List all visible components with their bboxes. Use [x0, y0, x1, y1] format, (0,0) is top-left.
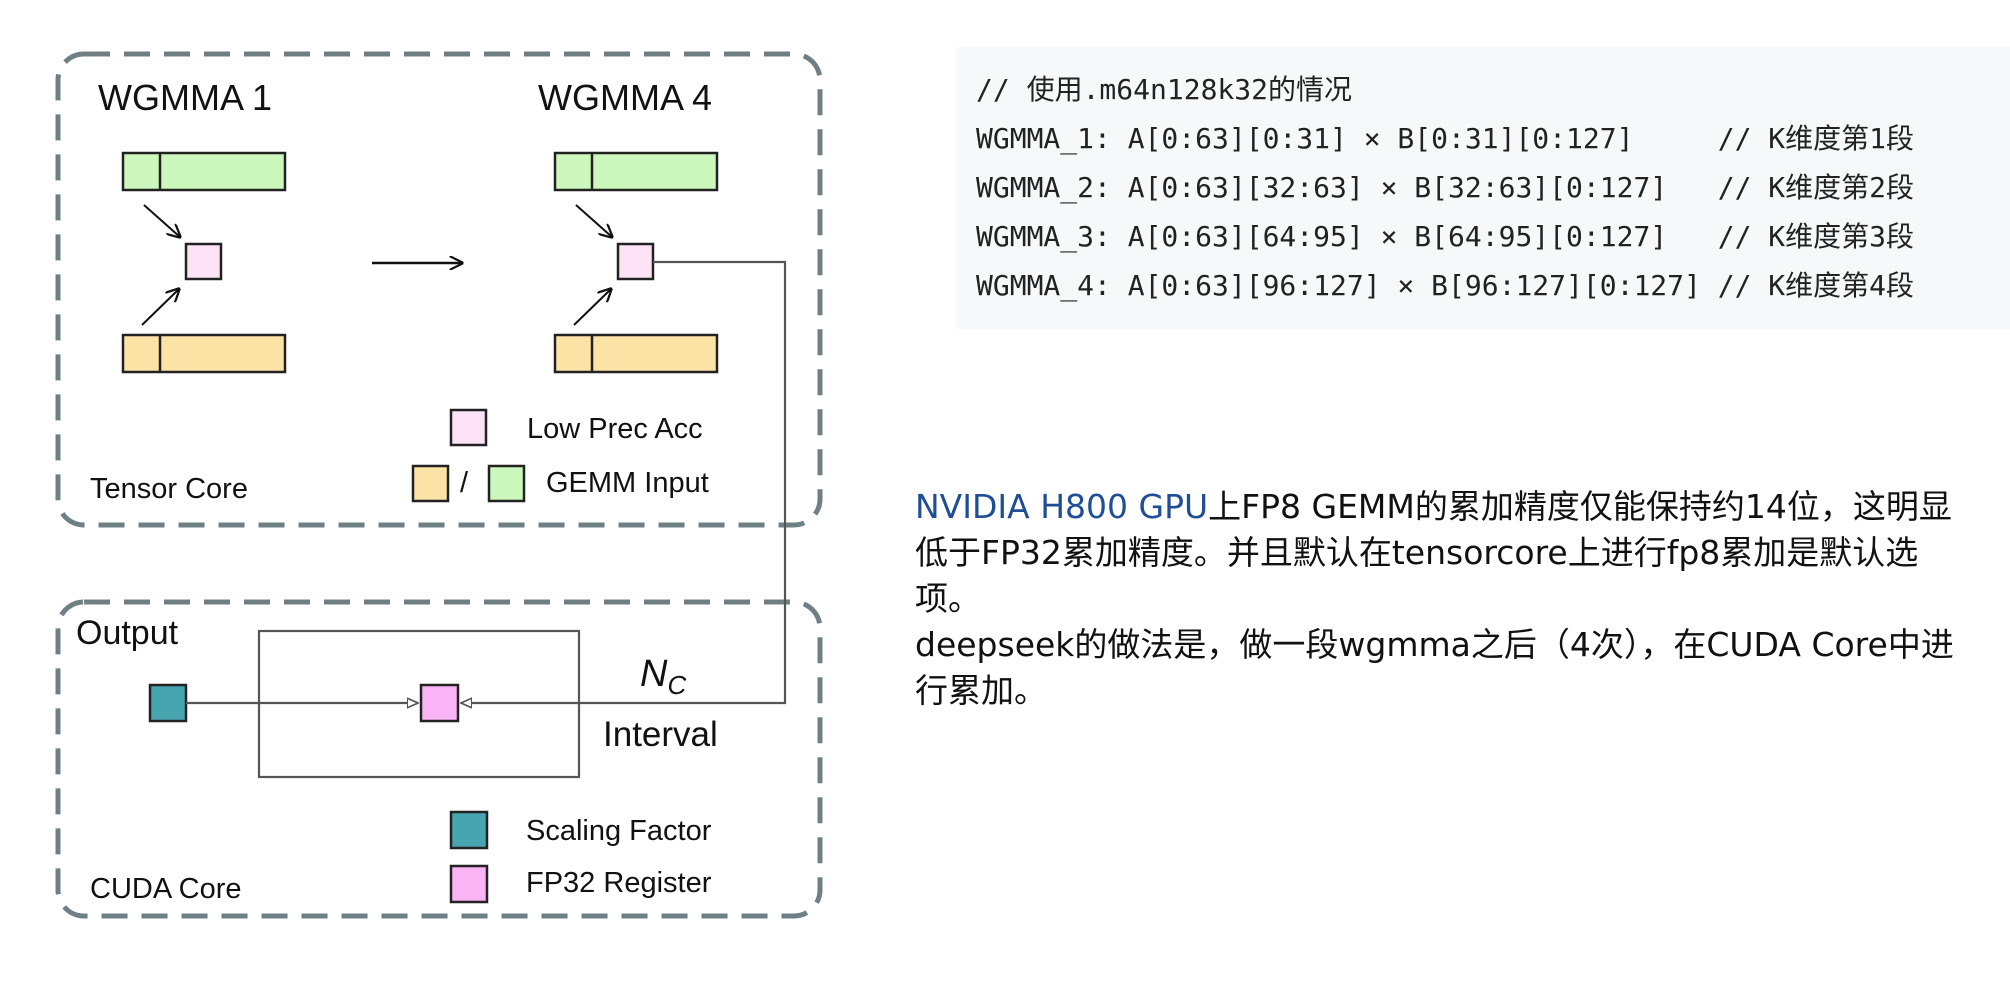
- cuda-core-region: [55, 599, 823, 919]
- low-prec-acc-right: [616, 242, 655, 281]
- gemm-input-orange-right: [553, 333, 719, 374]
- gemm-input-orange-legend-swatch: [411, 464, 450, 503]
- code-line-wgmma-1: WGMMA_1: A[0:63][0:31] × B[0:31][0:127] …: [976, 122, 1915, 155]
- wgmma-4-label: WGMMA 4: [538, 77, 712, 118]
- code-line-wgmma-4: WGMMA_4: A[0:63][96:127] × B[96:127][0:1…: [976, 269, 1915, 302]
- nc-label: NC: [640, 653, 686, 700]
- promotion-path: [461, 260, 787, 703]
- fp32-register-square: [419, 683, 460, 723]
- scaling-factor-legend-label: Scaling Factor: [526, 815, 712, 847]
- fp32-register-legend-label: FP32 Register: [526, 867, 712, 899]
- low-prec-acc-left: [184, 242, 223, 281]
- gemm-input-green-legend-swatch: [487, 464, 526, 503]
- code-line-wgmma-3: WGMMA_3: A[0:63][64:95] × B[64:95][0:127…: [976, 220, 1915, 253]
- tensor-core-region: [55, 51, 823, 528]
- gemm-input-green-right: [553, 151, 719, 192]
- scaling-factor-legend-swatch: [449, 810, 489, 850]
- gemm-input-orange-left: [121, 333, 287, 374]
- input-arrow: [575, 204, 612, 237]
- input-arrow: [141, 289, 179, 326]
- low-prec-acc-legend-label: Low Prec Acc: [527, 413, 703, 445]
- low-prec-acc-legend-swatch: [449, 408, 488, 447]
- gemm-input-legend-label: GEMM Input: [546, 467, 709, 499]
- code-comment-line: // 使用.m64n128k32的情况: [976, 73, 1353, 106]
- description-paragraph-1: NVIDIA H800 GPU上FP8 GEMM的累加精度仅能保持约14位，这明…: [915, 484, 1975, 622]
- description-text: NVIDIA H800 GPU上FP8 GEMM的累加精度仅能保持约14位，这明…: [915, 484, 1975, 714]
- legend-slash: /: [460, 467, 469, 499]
- output-scaling-factor-square: [148, 683, 188, 723]
- wgmma-1-label: WGMMA 1: [98, 77, 272, 118]
- input-arrow: [143, 204, 180, 237]
- input-arrow: [573, 289, 611, 326]
- fp32-register-legend-swatch: [449, 864, 489, 904]
- description-paragraph-1-text: 上FP8 GEMM的累加精度仅能保持约14位，这明显低于FP32累加精度。并且默…: [915, 487, 1952, 618]
- nvidia-h800-link[interactable]: NVIDIA H800 GPU: [915, 487, 1209, 526]
- fp8-accumulation-diagram: WGMMA 1 WGMMA 4 Low Prec Acc / GEMM Inpu…: [55, 51, 823, 919]
- tensor-core-label: Tensor Core: [90, 473, 248, 505]
- output-label: Output: [76, 614, 179, 652]
- code-block: // 使用.m64n128k32的情况 WGMMA_1: A[0:63][0:3…: [956, 47, 2010, 329]
- interval-label: Interval: [603, 715, 718, 754]
- description-paragraph-2: deepseek的做法是，做一段wgmma之后（4次），在CUDA Core中进…: [915, 625, 1954, 710]
- cuda-core-label: CUDA Core: [90, 873, 242, 905]
- code-line-wgmma-2: WGMMA_2: A[0:63][32:63] × B[32:63][0:127…: [976, 171, 1915, 204]
- gemm-input-green-left: [121, 151, 287, 192]
